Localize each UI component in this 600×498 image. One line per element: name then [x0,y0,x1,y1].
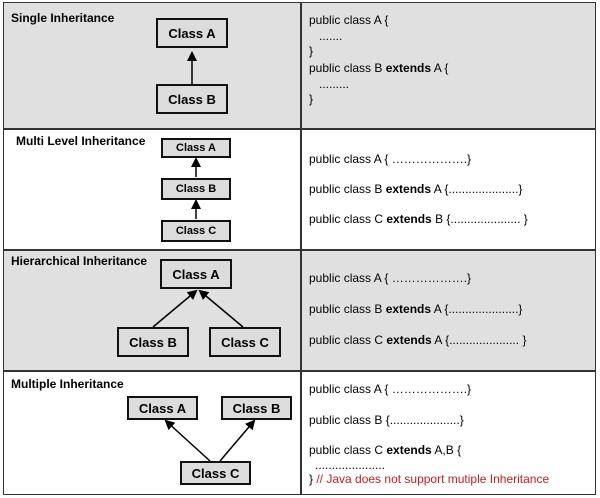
class-b-box: Class B [221,396,292,420]
code-line: public class C extends B {..............… [309,212,528,226]
code-line: public class A { ……………….} [309,152,472,166]
arrow-c-to-a [198,289,244,328]
code-line: ......... [319,77,350,91]
class-c-box: Class C [161,220,231,242]
class-b-box: Class B [156,84,228,114]
code-line: public class B extends A {..............… [309,182,523,196]
code-line: public class C extends A {..............… [309,333,527,347]
code-line: } [309,44,314,58]
row-hierarchical [3,250,596,371]
code-line: ....... [319,29,343,43]
class-b-box: Class B [161,178,231,200]
class-b-box: Class B [117,327,189,357]
class-a-box: Class A [161,138,231,158]
code-line: public class B extends A { [309,61,449,75]
code-line: ..................... [315,458,386,472]
row-multiple [3,371,596,495]
class-c-box: Class C [209,327,281,357]
divider [3,370,596,372]
column-divider [300,2,302,495]
code-line: public class B extends A {..............… [309,302,523,316]
table-frame [3,2,596,495]
code-line: public class A { ……………….} [309,382,472,396]
class-a-box: Class A [156,18,228,48]
section-title: Hierarchical Inheritance [11,254,148,268]
divider [3,128,596,130]
code-line: } // Java does not support mutiple Inher… [309,472,550,486]
divider [3,249,596,251]
code-line: public class A { ……………….} [309,271,472,285]
code-line: public class A { [309,13,389,27]
row-single [3,2,596,129]
code-line: public class C extends A,B { [309,443,462,457]
code-line: } [309,92,314,106]
section-title: Multi Level Inheritance [16,134,146,148]
code-line: public class B {.....................} [309,413,464,427]
class-a-box: Class A [160,259,232,289]
section-title: Multiple Inheritance [11,377,124,391]
class-a-box: Class A [127,396,198,420]
class-c-box: Class C [180,461,251,485]
arrow-c-to-a [164,419,211,462]
section-title: Single Inheritance [11,11,115,25]
arrow-c-to-b [219,419,256,462]
row-multilevel [3,129,596,250]
java-note: // Java does not support mutiple Inherit… [313,472,550,486]
arrow-b-to-a [152,289,198,328]
